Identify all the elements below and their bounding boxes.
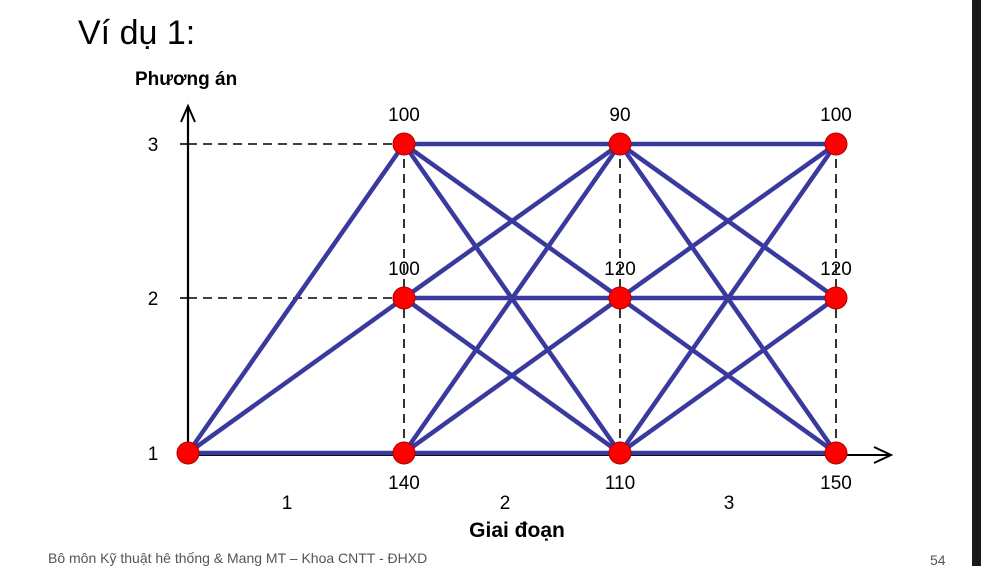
slide-right-border [972, 0, 981, 566]
node-s3-o2 [824, 286, 848, 310]
axes [180, 103, 894, 464]
edge-start-to-s1-o2 [185, 295, 407, 456]
node-value-label: 100 [388, 259, 420, 280]
node-start [176, 441, 200, 465]
x-axis-title: Giai đoạn [469, 519, 565, 542]
x-axis-arrow-icon [873, 446, 894, 464]
y-tick-label: 3 [148, 135, 159, 156]
edge-s1-o2-to-s2-o3 [401, 141, 623, 301]
footer-text: Bô môn Kỹ thuật hê thống & Mang MT – Kho… [48, 550, 428, 566]
node-value-label: 100 [388, 105, 420, 126]
nodes [176, 132, 848, 465]
node-s1-o2 [392, 286, 416, 310]
stage-label: 2 [500, 493, 511, 514]
y-axis-title: Phương án [135, 69, 237, 90]
node-s3-o3 [824, 132, 848, 156]
y-axis-arrow-icon [180, 103, 196, 123]
edge-start-to-s1-o3 [185, 141, 407, 456]
stage-label: 3 [724, 493, 735, 514]
edge-s2-o2-to-s3-o3 [617, 141, 839, 301]
edges [185, 141, 839, 456]
node-value-label: 110 [605, 473, 635, 494]
node-s2-o2 [608, 286, 632, 310]
edge-s1-o1-to-s2-o2 [401, 295, 623, 456]
slide-title: Ví dụ 1: [78, 14, 196, 52]
node-value-label: 90 [609, 105, 630, 126]
page-number: 54 [930, 552, 946, 568]
node-value-label: 120 [820, 259, 852, 280]
node-value-label: 150 [820, 473, 852, 494]
edge-s2-o1-to-s3-o3 [617, 141, 839, 456]
stage-label: 1 [282, 493, 293, 514]
node-s1-o1 [392, 441, 416, 465]
node-s2-o1 [608, 441, 632, 465]
node-s1-o3 [392, 132, 416, 156]
node-s2-o3 [608, 132, 632, 156]
labels: 100 100 140 90 120 110 100 120 150 1 2 3 1 2 3 Phương á… [135, 69, 852, 542]
node-s3-o1 [824, 441, 848, 465]
edge-s1-o1-to-s2-o3 [401, 141, 623, 456]
node-value-label: 140 [388, 473, 420, 494]
edge-s2-o1-to-s3-o2 [617, 295, 839, 456]
y-tick-label: 2 [148, 289, 159, 310]
node-value-label: 120 [604, 259, 636, 280]
node-value-label: 100 [820, 105, 852, 126]
y-tick-label: 1 [148, 444, 159, 465]
